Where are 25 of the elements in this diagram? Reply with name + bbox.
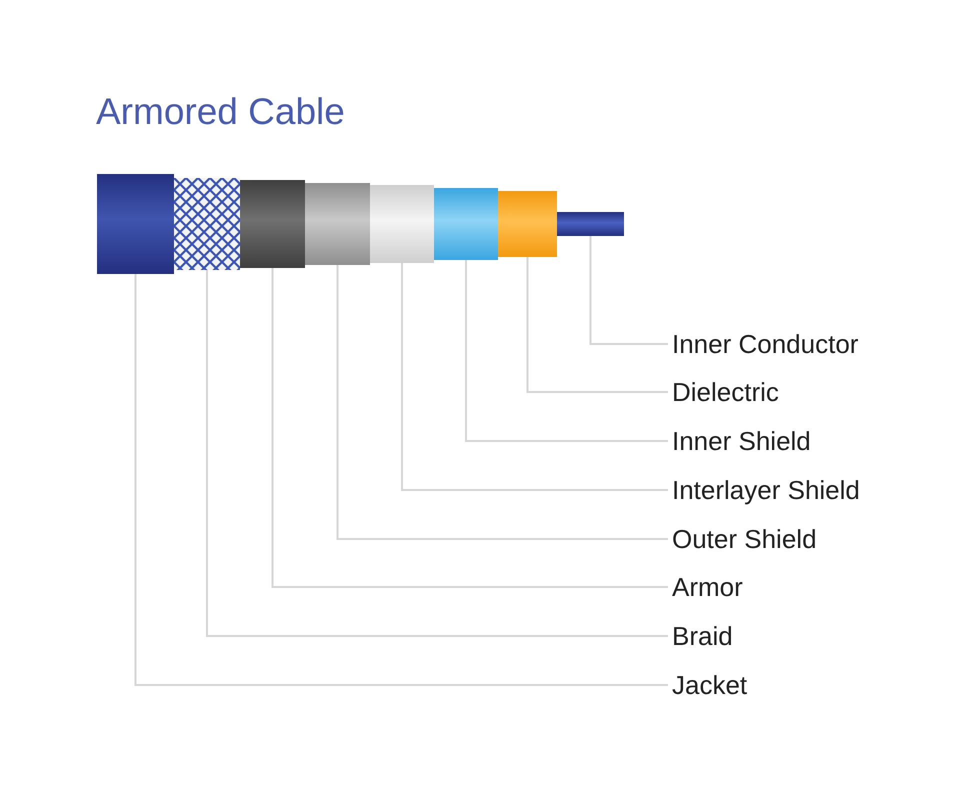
inner-conductor bbox=[557, 212, 624, 236]
part-label: Dielectric bbox=[672, 376, 779, 408]
armor-layer bbox=[240, 180, 305, 268]
braid-layer bbox=[174, 178, 240, 270]
part-label: Inner Conductor bbox=[672, 328, 858, 360]
leader-line bbox=[134, 274, 668, 686]
diagram-title: Armored Cable bbox=[96, 90, 345, 134]
inner-shield-layer bbox=[434, 188, 498, 260]
leader-line bbox=[465, 260, 668, 442]
leader-line bbox=[272, 268, 668, 588]
leader-line bbox=[590, 236, 668, 345]
leader-line bbox=[336, 265, 668, 540]
outer-shield-layer bbox=[305, 183, 370, 265]
dielectric-layer bbox=[498, 191, 557, 257]
part-label: Outer Shield bbox=[672, 523, 817, 555]
leader-line bbox=[401, 263, 668, 491]
part-label: Armor bbox=[672, 571, 743, 603]
leader-line bbox=[526, 257, 668, 393]
leader-line bbox=[206, 270, 668, 637]
jacket-layer bbox=[97, 174, 174, 274]
interlayer-shield-layer bbox=[370, 185, 434, 263]
part-label: Jacket bbox=[672, 669, 748, 701]
part-label: Interlayer Shield bbox=[672, 474, 860, 506]
part-label: Braid bbox=[672, 620, 733, 652]
part-label: Inner Shield bbox=[672, 425, 811, 457]
